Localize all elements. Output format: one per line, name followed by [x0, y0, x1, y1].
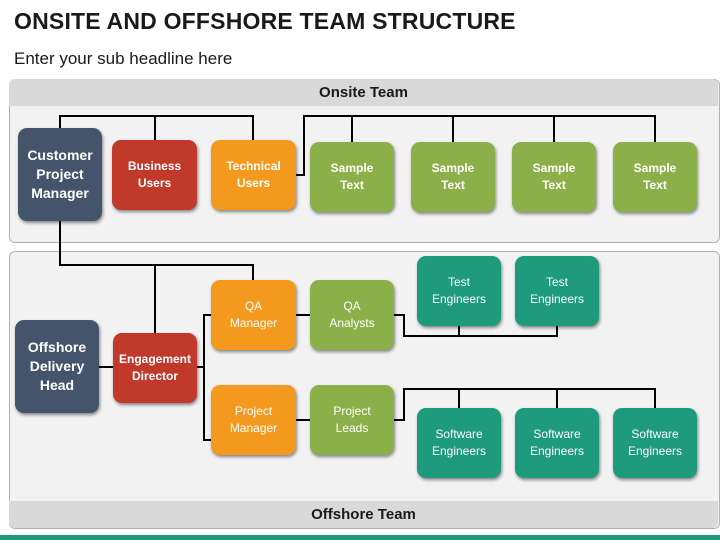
node-qa-manager: QA Manager: [211, 280, 296, 350]
node-project-manager: Project Manager: [211, 385, 296, 455]
node-software-engineers-2: Software Engineers: [515, 408, 599, 478]
node-software-engineers-1: Software Engineers: [417, 408, 501, 478]
bottom-accent-bar: [0, 535, 720, 540]
node-engagement-director: Engagement Director: [113, 333, 197, 403]
node-project-leads: Project Leads: [310, 385, 394, 455]
connector-onsite-top: [59, 115, 254, 140]
onsite-section-header: Onsite Team: [9, 79, 718, 106]
node-customer-project-manager: Customer Project Manager: [18, 128, 102, 221]
connector-tech-to-samples: [296, 115, 656, 176]
node-sample-text-1: Sample Text: [310, 142, 394, 212]
node-qa-analysts: QA Analysts: [310, 280, 394, 350]
connector-analysts-to-test: [394, 314, 558, 337]
node-test-engineers-1: Test Engineers: [417, 256, 501, 326]
node-offshore-delivery-head: Offshore Delivery Head: [15, 320, 99, 413]
node-sample-text-3: Sample Text: [512, 142, 596, 212]
page-subtitle: Enter your sub headline here: [14, 49, 233, 68]
node-software-engineers-3: Software Engineers: [613, 408, 697, 478]
node-technical-users: Technical Users: [211, 140, 296, 210]
connector-cpm-to-offshore: [59, 220, 254, 280]
node-sample-text-2: Sample Text: [411, 142, 495, 212]
node-business-users: Business Users: [112, 140, 197, 210]
connector-to-qa-manager: [203, 314, 211, 441]
page-title: ONSITE AND OFFSHORE TEAM STRUCTURE: [14, 8, 516, 34]
node-test-engineers-2: Test Engineers: [515, 256, 599, 326]
offshore-section-header: Offshore Team: [9, 501, 718, 528]
node-sample-text-4: Sample Text: [613, 142, 697, 212]
connector-leads-to-sw: [394, 388, 656, 421]
